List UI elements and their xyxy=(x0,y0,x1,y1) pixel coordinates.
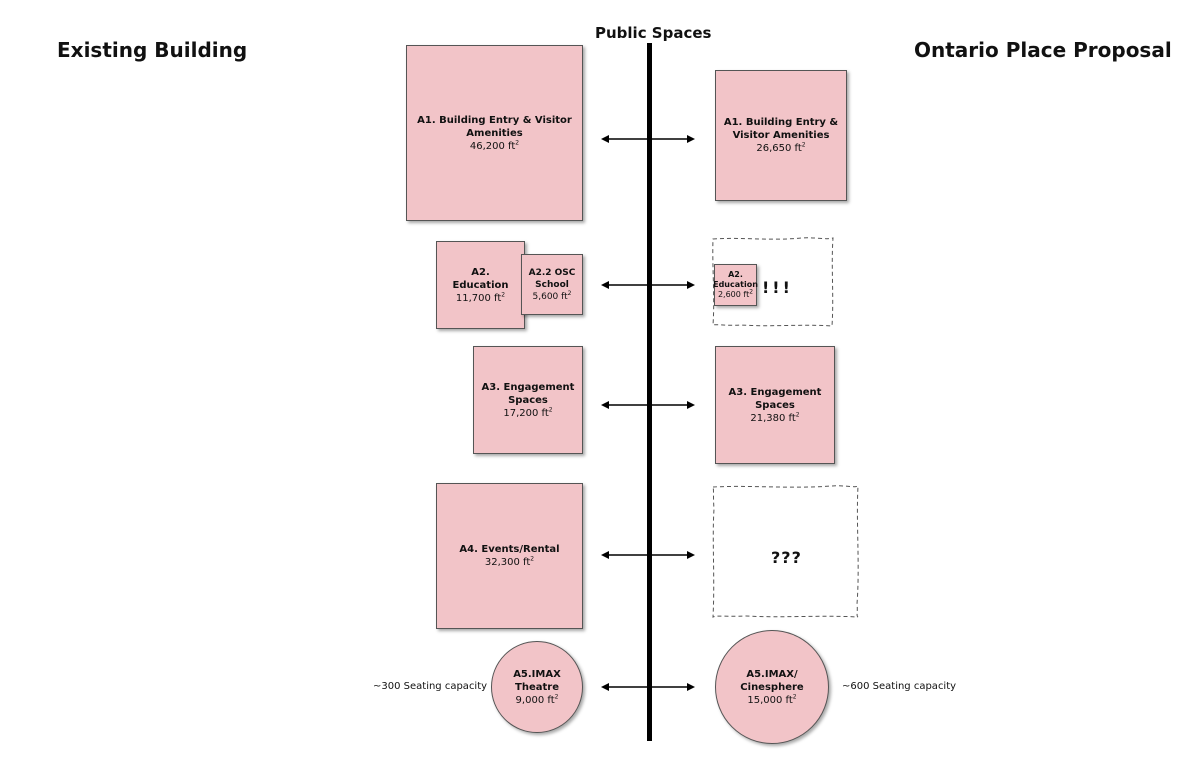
a2-double-arrow xyxy=(601,281,695,289)
existing-a5-circle: A5.IMAX Theatre 9,000 ft2 xyxy=(491,641,583,733)
proposal-a5-circle: A5.IMAX/ Cinesphere 15,000 ft2 xyxy=(715,630,829,744)
existing-a4-area: 32,300 ft2 xyxy=(484,555,535,568)
proposal-a4-unknown-mark: ??? xyxy=(771,548,802,567)
existing-a2-area: 11,700 ft2 xyxy=(455,291,506,304)
proposal-a1-area: 26,650 ft2 xyxy=(756,141,806,154)
existing-a3-area: 17,200 ft2 xyxy=(503,406,553,419)
proposal-a2-box: A2. Education 2,600 ft2 xyxy=(713,264,758,306)
existing-a4-box: A4. Events/Rental 32,300 ft2 xyxy=(436,483,583,629)
proposal-a3-label: A3. Engagement Spaces xyxy=(728,386,822,411)
existing-a5-label: A5.IMAX Theatre xyxy=(513,668,561,693)
proposal-a4-dashed-frame xyxy=(711,484,861,620)
proposal-a5-area: 15,000 ft2 xyxy=(747,693,797,706)
existing-a22-area: 5,600 ft2 xyxy=(532,289,572,302)
a4-double-arrow xyxy=(601,551,695,559)
existing-a5-area: 9,000 ft2 xyxy=(515,693,559,706)
existing-a2-box: A2. Education 11,700 ft2 xyxy=(436,241,525,329)
existing-a1-label: A1. Building Entry & Visitor Amenities xyxy=(417,114,572,139)
proposal-a3-box: A3. Engagement Spaces 21,380 ft2 xyxy=(715,346,835,464)
existing-a4-label: A4. Events/Rental xyxy=(459,544,560,555)
existing-a3-label: A3. Engagement Spaces xyxy=(481,381,575,406)
proposal-a2-dashed-frame xyxy=(711,236,835,328)
proposal-a2-label: A2. Education xyxy=(713,270,758,289)
proposal-a5-label: A5.IMAX/ Cinesphere xyxy=(740,668,804,693)
existing-a22-box: A2.2 OSC School 5,600 ft2 xyxy=(521,254,583,315)
proposal-a3-area: 21,380 ft2 xyxy=(750,411,800,424)
a1-double-arrow xyxy=(601,135,695,143)
existing-a2-label: A2. Education xyxy=(452,266,509,291)
existing-building-heading: Existing Building xyxy=(57,38,248,62)
public-spaces-divider-line xyxy=(647,43,652,741)
existing-a5-capacity: ~300 Seating capacity xyxy=(373,681,488,692)
existing-a3-box: A3. Engagement Spaces 17,200 ft2 xyxy=(473,346,583,454)
proposal-a5-capacity: ~600 Seating capacity xyxy=(842,681,957,692)
proposal-a2-alert-mark: !!! xyxy=(762,278,793,297)
proposal-a2-area: 2,600 ft2 xyxy=(717,288,754,299)
a5-double-arrow xyxy=(601,683,695,691)
existing-a22-label: A2.2 OSC School xyxy=(528,267,576,290)
public-spaces-title: Public Spaces xyxy=(595,24,712,42)
existing-a1-area: 46,200 ft2 xyxy=(469,139,520,152)
ontario-place-heading: Ontario Place Proposal xyxy=(914,38,1172,62)
proposal-a1-box: A1. Building Entry & Visitor Amenities 2… xyxy=(715,70,847,201)
a3-double-arrow xyxy=(601,401,695,409)
proposal-a1-label: A1. Building Entry & Visitor Amenities xyxy=(723,117,839,141)
existing-a1-box: A1. Building Entry & Visitor Amenities 4… xyxy=(406,45,583,221)
